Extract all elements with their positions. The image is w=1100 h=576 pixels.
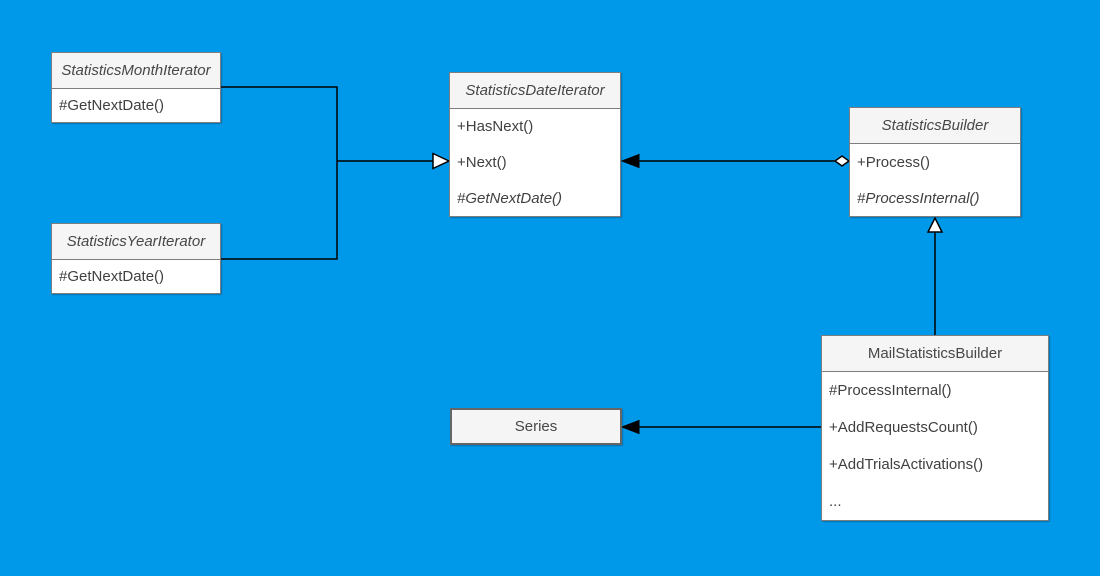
- class-statistics-date-iterator[interactable]: StatisticsDateIterator +HasNext() +Next(…: [449, 72, 621, 217]
- hollow-diamond-icon: [833, 155, 851, 167]
- generalization-iterators-to-dateiterator[interactable]: [221, 86, 451, 260]
- association-mailbuilder-to-series[interactable]: [620, 419, 821, 435]
- class-title: StatisticsBuilder: [850, 108, 1020, 144]
- hollow-triangle-arrowhead-icon: [432, 152, 451, 170]
- filled-arrowhead-icon: [620, 419, 640, 435]
- class-method: #ProcessInternal(): [829, 382, 952, 399]
- class-title: StatisticsMonthIterator: [52, 53, 220, 89]
- class-method: +Next(): [457, 154, 507, 171]
- class-method: +HasNext(): [457, 118, 534, 136]
- class-series[interactable]: Series: [450, 408, 622, 445]
- class-method: #GetNextDate(): [457, 189, 563, 207]
- class-statistics-builder[interactable]: StatisticsBuilder +Process() #ProcessInt…: [849, 107, 1021, 217]
- aggregation-builder-to-dateiterator[interactable]: [620, 153, 851, 169]
- class-title: StatisticsDateIterator: [450, 73, 620, 109]
- class-statistics-month-iterator[interactable]: StatisticsMonthIterator #GetNextDate(): [51, 52, 221, 123]
- class-title: Series: [514, 418, 558, 435]
- class-title: StatisticsYearIterator: [52, 224, 220, 260]
- class-method: #ProcessInternal(): [857, 189, 980, 207]
- class-method: #GetNextDate(): [59, 268, 165, 285]
- class-method: +Process(): [857, 153, 930, 171]
- class-method: ...: [829, 493, 842, 510]
- class-method: #GetNextDate(): [59, 97, 165, 114]
- class-mail-statistics-builder[interactable]: MailStatisticsBuilder #ProcessInternal()…: [821, 335, 1049, 521]
- filled-arrowhead-icon: [620, 153, 640, 169]
- hollow-triangle-arrowhead-icon: [926, 216, 944, 233]
- class-statistics-year-iterator[interactable]: StatisticsYearIterator #GetNextDate(): [51, 223, 221, 294]
- class-title: MailStatisticsBuilder: [822, 336, 1048, 372]
- class-method: +AddTrialsActivations(): [829, 456, 984, 473]
- generalization-mailbuilder-to-builder[interactable]: [926, 216, 944, 335]
- class-method: +AddRequestsCount(): [829, 419, 978, 436]
